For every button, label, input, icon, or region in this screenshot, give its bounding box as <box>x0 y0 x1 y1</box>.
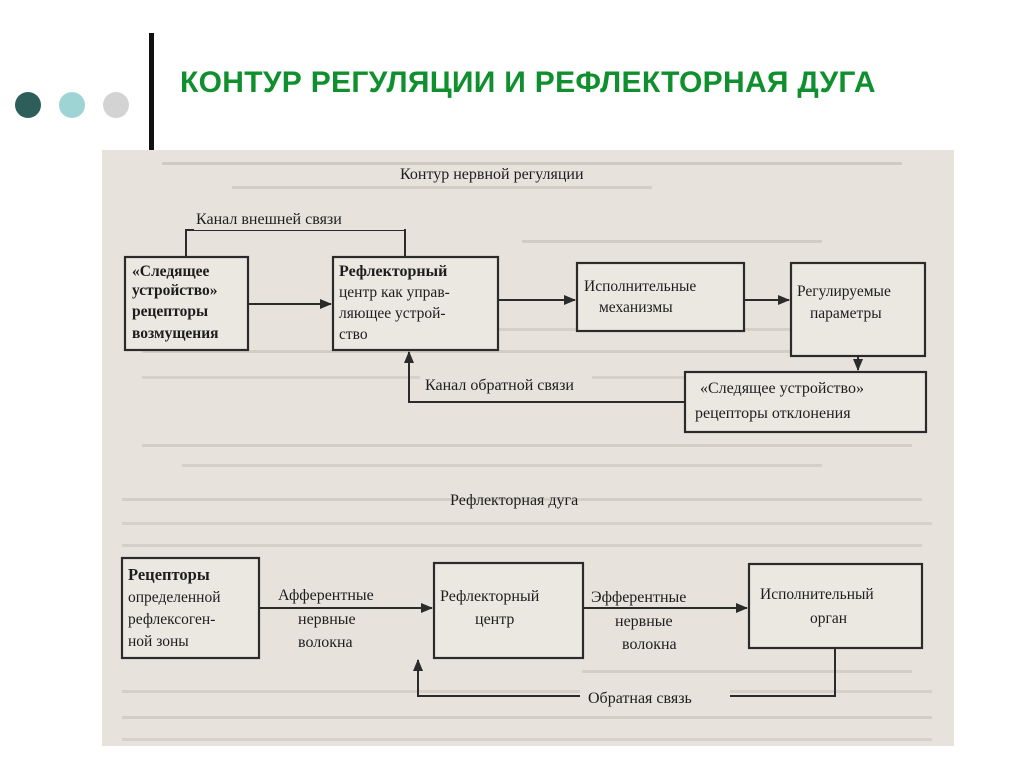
executive-organ-line-2: орган <box>810 610 847 627</box>
slide-title: КОНТУР РЕГУЛЯЦИИ И РЕФЛЕКТОРНАЯ ДУГА <box>180 66 876 99</box>
executive-mechanisms-box: Исполнительные механизмы <box>575 261 746 333</box>
executive-mechanisms-line-2: механизмы <box>599 299 673 316</box>
bottom-diagram-heading: Рефлекторная дуга <box>450 492 578 509</box>
efferent-label-bg <box>589 586 731 604</box>
executive-organ-line-1: Исполнительный <box>760 586 874 603</box>
bottom-reflex-center-line-1: Рефлекторный <box>440 588 540 605</box>
efferent-line-1: Эфферентные <box>591 589 686 606</box>
bottom-reflex-center-line-2: центр <box>475 611 514 628</box>
tracking-device-box: «Следящее устройство» рецепторы возмущен… <box>123 255 250 352</box>
afferent-line-3: волокна <box>298 634 353 651</box>
regulated-params-line-1: Регулируемые <box>797 283 891 300</box>
reflex-center-line-2: центр как управ- <box>339 284 450 301</box>
bottom-feedback-label-bg <box>580 683 730 709</box>
external-channel-line <box>185 229 406 257</box>
tracking-deviation-box: «Следящее устройство» рецепторы отклонен… <box>683 370 928 434</box>
afferent-line-2: нервные <box>298 611 356 628</box>
feedback-channel-label: Канал обратной связи <box>425 377 574 394</box>
receptors-line-3: рефлексоген- <box>128 611 215 628</box>
decor-dot-gray <box>103 92 129 118</box>
tracking-device-line-2: устройство» <box>132 282 218 299</box>
feedback-channel-arrow <box>404 351 685 403</box>
tracking-deviation-line-1: «Следящее устройство» <box>700 380 864 397</box>
decor-dot-light <box>59 92 85 118</box>
tracking-device-line-1: «Следящее <box>132 263 210 280</box>
receptors-line-4: ной зоны <box>128 633 189 650</box>
reflex-center-line-1: Рефлекторный <box>339 263 447 280</box>
executive-mechanisms-line-1: Исполнительные <box>584 278 696 295</box>
scanned-diagram: Контур нервной регуляции Канал внешней с… <box>102 150 954 746</box>
efferent-line-3: волокна <box>622 636 677 653</box>
reflex-center-line-3: ляющее устрой- <box>339 305 446 322</box>
bottom-feedback-label: Обратная связь <box>588 690 692 707</box>
regulated-params-line-2: параметры <box>810 305 882 322</box>
diagram-canvas: Контур нервной регуляции Канал внешней с… <box>120 162 932 741</box>
tracking-deviation-line-2: рецепторы отклонения <box>695 405 851 422</box>
regulated-params-box: Регулируемые параметры <box>789 261 927 358</box>
title-divider <box>149 33 154 150</box>
receptors-line-1: Рецепторы <box>128 565 210 584</box>
efferent-line-2: нервные <box>615 613 673 630</box>
reflex-center-line-4: ство <box>339 326 368 343</box>
external-channel-label-bg <box>194 208 404 230</box>
bottom-reflex-center-box: Рефлекторный центр <box>432 561 585 660</box>
tracking-device-line-3: рецепторы <box>132 303 208 320</box>
afferent-line-1: Афферентные <box>278 587 374 604</box>
top-diagram-heading: Контур нервной регуляции <box>400 166 584 183</box>
executive-organ-box: Исполнительный орган <box>747 562 924 650</box>
reflex-center-box: Рефлекторный центр как управ- ляющее уст… <box>331 255 500 352</box>
tracking-device-line-4: возмущения <box>132 325 219 342</box>
feedback-channel-label-bg <box>420 374 592 396</box>
receptors-box: Рецепторы определенной рефлексоген- ной … <box>120 556 261 660</box>
external-channel-label: Канал внешней связи <box>196 211 342 228</box>
decor-dot-dark <box>15 92 41 118</box>
receptors-line-2: определенной <box>128 589 221 606</box>
afferent-label-bg <box>270 584 418 602</box>
